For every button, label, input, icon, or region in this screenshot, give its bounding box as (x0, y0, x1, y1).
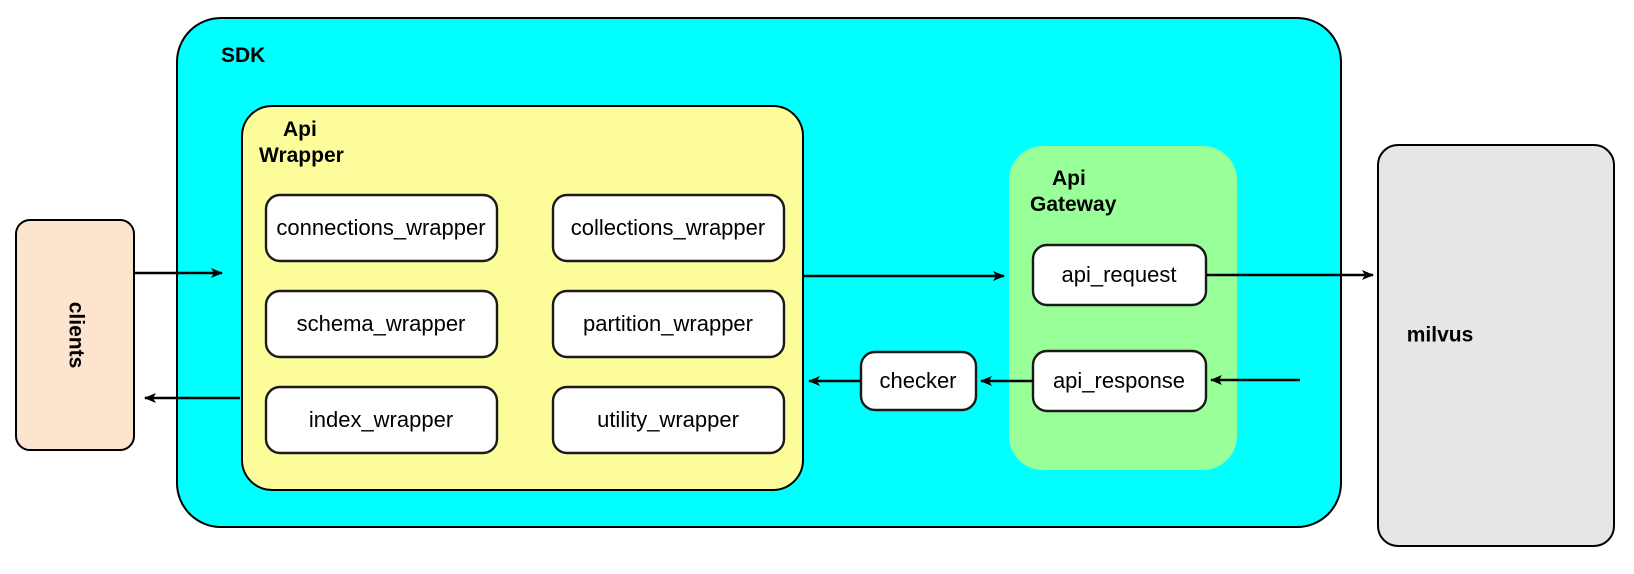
wrapper-label-partition: partition_wrapper (583, 311, 753, 336)
milvus-node[interactable] (1377, 144, 1615, 547)
wrapper-box-connections[interactable]: connections_wrapper (264, 193, 499, 263)
wrapper-box-collections[interactable]: collections_wrapper (551, 193, 786, 263)
api-gateway-title-line1: Api (1052, 167, 1086, 190)
wrapper-box-partition[interactable]: partition_wrapper (551, 289, 786, 359)
milvus-label: milvus (1407, 324, 1474, 347)
wrapper-box-utility[interactable]: utility_wrapper (551, 385, 786, 455)
wrapper-box-schema[interactable]: schema_wrapper (264, 289, 499, 359)
wrapper-label-utility: utility_wrapper (597, 407, 739, 432)
wrapper-label-collections: collections_wrapper (571, 215, 765, 240)
clients-label: clients (64, 302, 87, 369)
clients-node[interactable] (15, 219, 135, 451)
api-wrapper-title-line2: Wrapper (259, 144, 344, 167)
api-request-node[interactable]: api_request (1031, 243, 1208, 307)
api-response-node[interactable]: api_response (1031, 349, 1208, 413)
api-gateway-title-line2: Gateway (1030, 193, 1117, 216)
wrapper-label-schema: schema_wrapper (297, 311, 466, 336)
api-request-label: api_request (1062, 262, 1177, 287)
checker-label: checker (879, 368, 956, 393)
wrapper-label-connections: connections_wrapper (276, 215, 485, 240)
sdk-title: SDK (221, 44, 265, 67)
wrapper-label-index: index_wrapper (309, 407, 453, 432)
api-wrapper-title-line1: Api (283, 118, 317, 141)
checker-node[interactable]: checker (859, 350, 978, 412)
wrapper-box-index[interactable]: index_wrapper (264, 385, 499, 455)
api-response-label: api_response (1053, 368, 1185, 393)
